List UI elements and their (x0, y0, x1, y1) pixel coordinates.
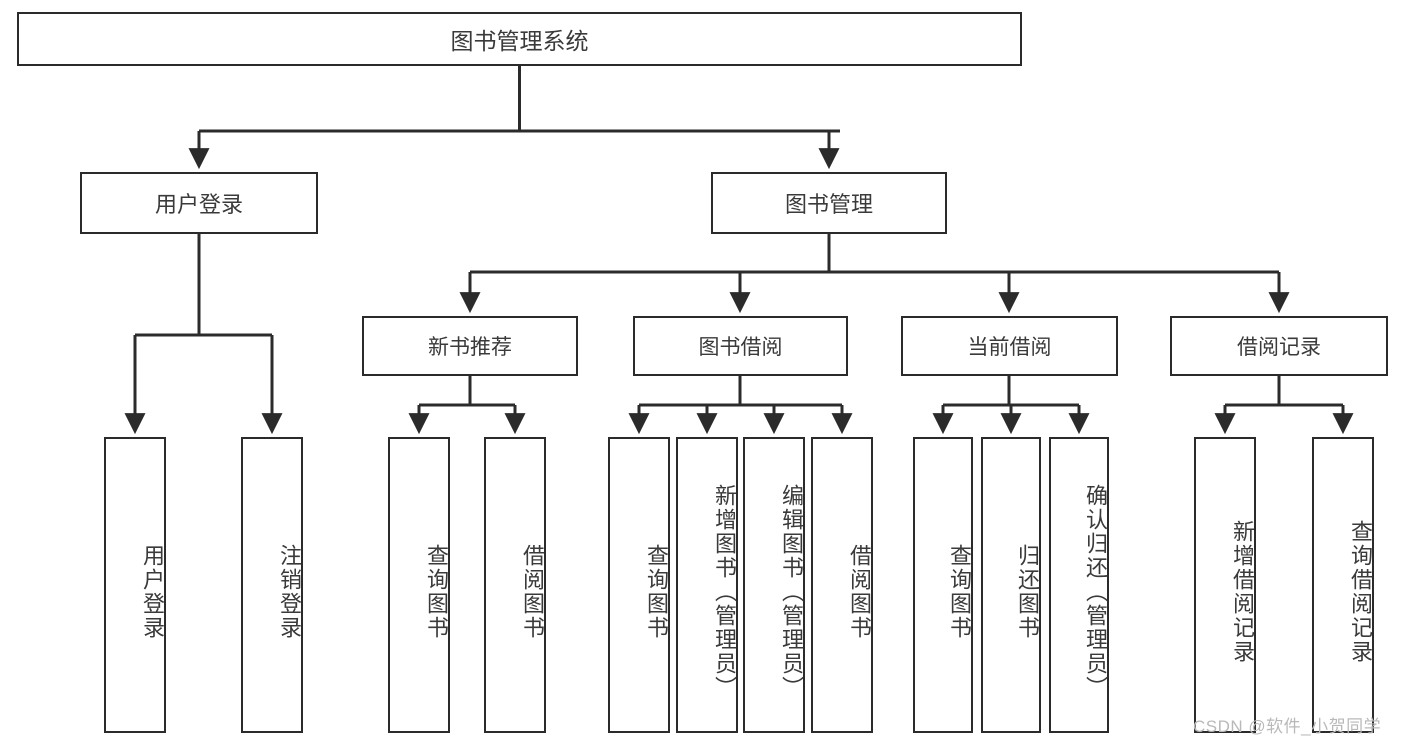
node-leaf-borrow-book-rec-label: 借阅图书 (520, 544, 545, 640)
node-leaf-confirm-return-label: 确认归还（管理员） (1083, 484, 1108, 700)
node-new-book-rec-label: 新书推荐 (428, 336, 512, 359)
node-user-login-label: 用户登录 (154, 192, 243, 217)
node-book-manage[interactable]: 图书管理 (711, 172, 947, 234)
node-root-system[interactable]: 图书管理系统 (17, 12, 1022, 66)
node-leaf-add-book[interactable]: 新增图书（管理员） (676, 437, 738, 733)
node-new-book-rec[interactable]: 新书推荐 (362, 316, 578, 376)
node-borrow-record[interactable]: 借阅记录 (1170, 316, 1388, 376)
node-root-label: 图书管理系统 (450, 28, 589, 54)
node-leaf-query-record-label: 查询借阅记录 (1348, 520, 1373, 664)
node-leaf-query-record[interactable]: 查询借阅记录 (1312, 437, 1374, 733)
node-leaf-user-logout[interactable]: 注销登录 (241, 437, 303, 733)
node-leaf-query-book-rec-label: 查询图书 (424, 544, 449, 640)
node-current-borrow-label: 当前借阅 (967, 336, 1052, 359)
node-book-manage-label: 图书管理 (784, 192, 873, 217)
node-leaf-borrow-book-bb[interactable]: 借阅图书 (811, 437, 873, 733)
node-leaf-user-login-label: 用户登录 (140, 544, 165, 640)
node-leaf-user-login[interactable]: 用户登录 (104, 437, 166, 733)
node-leaf-query-book-bb[interactable]: 查询图书 (608, 437, 670, 733)
node-leaf-add-record[interactable]: 新增借阅记录 (1194, 437, 1256, 733)
node-leaf-add-book-label: 新增图书（管理员） (712, 484, 737, 700)
node-leaf-borrow-book-bb-label: 借阅图书 (847, 544, 872, 640)
node-leaf-confirm-return[interactable]: 确认归还（管理员） (1049, 437, 1109, 733)
node-leaf-return-book-label: 归还图书 (1015, 544, 1040, 640)
node-leaf-return-book[interactable]: 归还图书 (981, 437, 1041, 733)
node-current-borrow[interactable]: 当前借阅 (901, 316, 1118, 376)
node-book-borrow-label: 图书借阅 (698, 336, 783, 359)
node-leaf-query-book-rec[interactable]: 查询图书 (388, 437, 450, 733)
node-leaf-edit-book[interactable]: 编辑图书（管理员） (743, 437, 805, 733)
node-user-login[interactable]: 用户登录 (80, 172, 318, 234)
node-leaf-query-book-cb-label: 查询图书 (947, 544, 972, 640)
node-leaf-borrow-book-rec[interactable]: 借阅图书 (484, 437, 546, 733)
node-leaf-query-book-bb-label: 查询图书 (644, 544, 669, 640)
node-leaf-user-logout-label: 注销登录 (277, 544, 302, 640)
node-leaf-add-record-label: 新增借阅记录 (1230, 520, 1255, 664)
node-book-borrow[interactable]: 图书借阅 (633, 316, 848, 376)
node-leaf-edit-book-label: 编辑图书（管理员） (779, 484, 804, 700)
node-borrow-record-label: 借阅记录 (1237, 336, 1321, 359)
node-leaf-query-book-cb[interactable]: 查询图书 (913, 437, 973, 733)
